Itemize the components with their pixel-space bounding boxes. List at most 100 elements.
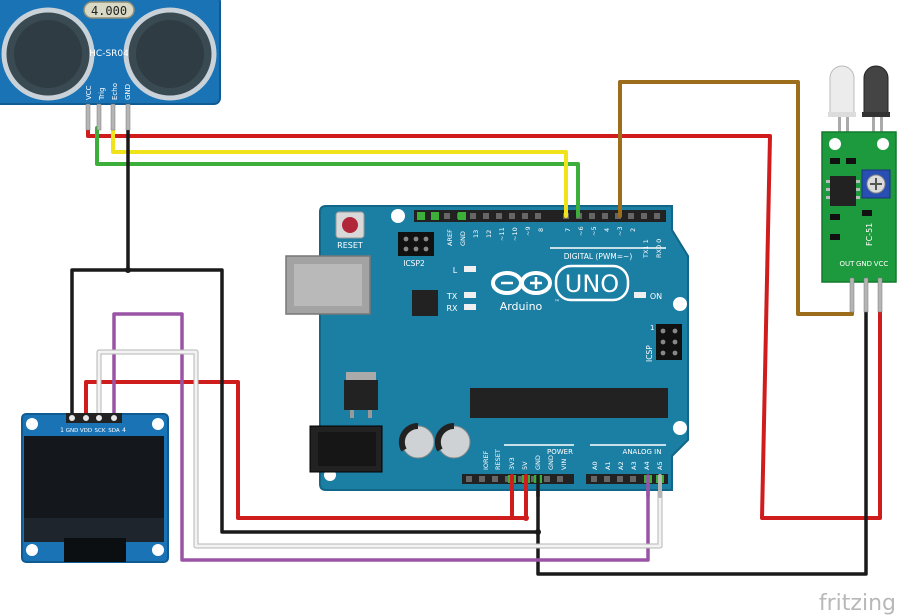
arduino-tm-label: ™ [554, 299, 560, 306]
ir-model-label: FC-51 [865, 223, 874, 246]
pin-label-reset: RESET [494, 449, 502, 470]
wire-echo [111, 126, 568, 216]
pin-label-tx1: TX1 1 [642, 239, 650, 259]
pin-label-7: 7 [564, 228, 572, 232]
analog-header-labels: A0 A1 A2 A3 A4 A5 [591, 461, 664, 470]
digital-header [414, 210, 666, 222]
pin-label-vin: VIN [560, 459, 568, 470]
led-tx [464, 292, 476, 298]
pin-label-gnd-2: GND [547, 455, 555, 470]
led-on [634, 292, 646, 298]
pin-label-trig: Trig [98, 87, 106, 101]
wires [70, 80, 884, 576]
icsp-label: ICSP [645, 345, 654, 362]
arduino-brand-label: Arduino [500, 300, 543, 313]
wire-sda [97, 350, 662, 548]
pin-label-10: ~10 [511, 227, 519, 241]
pin-label-8: 8 [537, 228, 545, 232]
pin-label-5v: 5V [521, 461, 529, 470]
oled-pin1-mark: 1 [60, 427, 64, 434]
ir-sensor: FC-51 OUT GND VCC [821, 65, 897, 313]
pin-label-2: 2 [629, 228, 637, 232]
pin-label-gnd: GND [124, 84, 132, 100]
analog-header [586, 474, 668, 484]
wire-gnd-ir [536, 310, 868, 576]
led-l-label: L [453, 266, 458, 275]
oled-pin-header [66, 413, 122, 423]
wire-trig [95, 126, 580, 216]
crystal-label: 4.000 [91, 4, 127, 18]
arduino-model-label: UNO [565, 270, 619, 298]
led-l [464, 266, 476, 272]
pin-label-ioref: IOREF [482, 450, 490, 470]
ir-ic-chip [830, 176, 856, 206]
ir-pin-label-gnd: GND [856, 260, 872, 268]
reset-label: RESET [337, 241, 363, 250]
fritzing-watermark: fritzing [819, 591, 896, 615]
ir-pin-label-vcc: VCC [874, 260, 889, 268]
wire-gnd-bus [70, 268, 540, 534]
digital-label: DIGITAL (PWM=~) [564, 252, 633, 261]
pin-label-gnd-top: GND [459, 231, 467, 246]
oled-display: 1 GND VDD SCK SDA 4 [21, 413, 169, 563]
icsp2-label: ICSP2 [403, 259, 425, 268]
pin-label-12: 12 [485, 230, 493, 238]
capacitor-left [398, 422, 435, 459]
pin-label-3: ~3 [616, 226, 624, 236]
pin-label-a0: A0 [591, 461, 599, 470]
oled-pin-label-gnd: GND [66, 428, 79, 434]
ir-pins [849, 277, 883, 313]
pin-label-aref: AREF [446, 229, 454, 246]
icsp2-header [398, 232, 434, 256]
pin-label-4: 4 [603, 228, 611, 232]
led-rx [464, 304, 476, 310]
wire-vcc-5v [84, 380, 528, 520]
capacitor-right [434, 422, 471, 459]
usb-chip [412, 290, 438, 316]
ir-pin-label-out: OUT [840, 260, 856, 268]
ultrasonic-pins [85, 103, 131, 131]
wire-junction [535, 529, 541, 535]
pin-label-a4: A4 [643, 461, 651, 470]
led-tx-label: TX [446, 292, 458, 301]
power-header-labels: IOREF RESET 3V3 5V GND GND VIN [482, 449, 568, 470]
voltage-regulator [344, 372, 378, 418]
pin-label-a2: A2 [617, 461, 625, 470]
led-rx-label: RX [446, 304, 458, 313]
pin-label-vcc: VCC [85, 85, 93, 100]
ir-emitter-led [828, 65, 856, 134]
wire-ends [510, 194, 662, 498]
wire-vcc-main [86, 126, 882, 520]
icsp-header [656, 324, 682, 360]
atmega-chip [470, 388, 668, 418]
pin-label-3v3: 3V3 [508, 457, 516, 470]
pin-label-6: ~6 [577, 226, 585, 236]
power-label: POWER [547, 448, 573, 456]
arduino-uno-board: RESET ICSP2 [285, 205, 689, 491]
oled-pin-label-sck: SCK [95, 428, 106, 434]
wire-ir-out [618, 80, 854, 316]
pin-label-11: ~11 [498, 227, 506, 241]
crystal [83, 1, 135, 19]
oled-pin-label-sda: SDA [108, 428, 120, 434]
oled-pin-label-vdd: VDD [80, 428, 92, 434]
oled-pin4-mark: 4 [122, 427, 126, 434]
pin-label-echo: Echo [111, 83, 119, 100]
pin-label-a5: A5 [656, 461, 664, 470]
pin-label-5: ~5 [590, 226, 598, 236]
wire-junctions [523, 515, 529, 521]
pin-label-gnd-1: GND [534, 455, 542, 470]
ir-receiver-led [862, 65, 890, 134]
led-on-label: ON [650, 292, 662, 301]
power-header [462, 474, 574, 484]
oled-screen [24, 436, 164, 518]
pin-label-a3: A3 [630, 461, 638, 470]
pin-label-a1: A1 [604, 461, 612, 470]
analog-label: ANALOG IN [623, 448, 662, 456]
arduino-logo [491, 264, 630, 302]
ultrasonic-sensor: 4.000 HC-SR04 VCC Trig Echo GND [0, 0, 221, 131]
sensor-model-label: HC-SR04 [89, 49, 129, 59]
icsp-pin1-label: 1 [650, 324, 654, 332]
pin-label-13: 13 [472, 230, 480, 238]
